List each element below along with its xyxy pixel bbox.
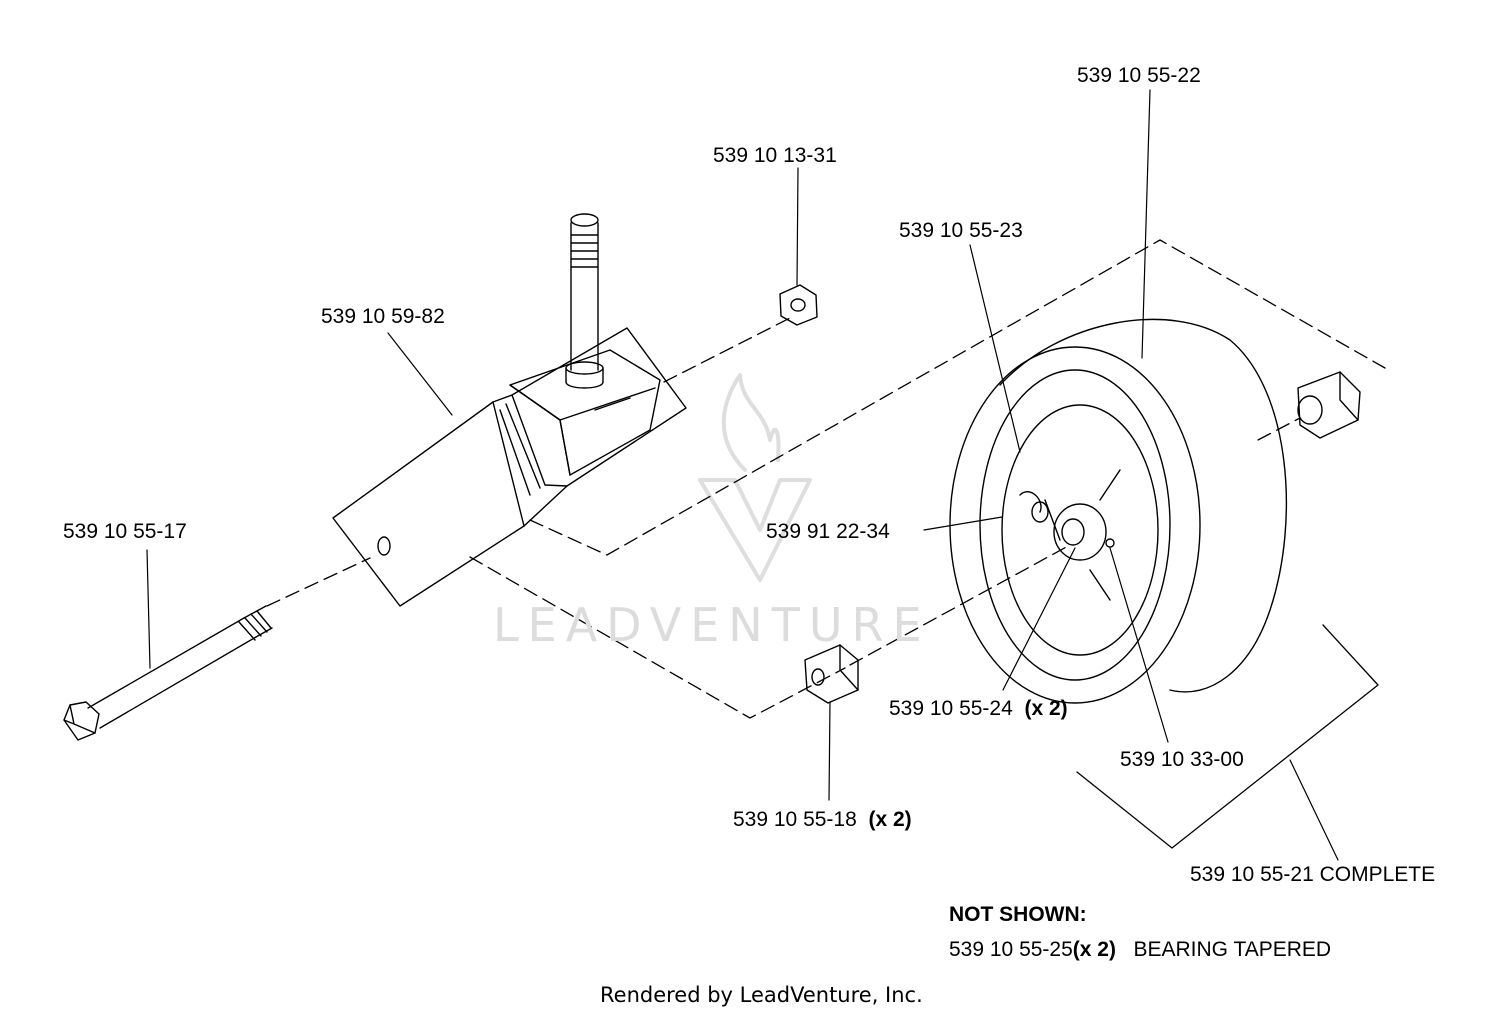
axle-bolt xyxy=(63,605,273,741)
part-number: 539 10 55-18 xyxy=(733,808,857,831)
label-part-539-10-55-24: 539 10 55-24 (x 2) xyxy=(889,697,1068,721)
wheel-tire xyxy=(949,318,1287,704)
not-shown-item: 539 10 55-25(x 2) BEARING TAPERED xyxy=(949,938,1331,962)
watermark-text: LEADVENTURE xyxy=(493,598,931,652)
label-part-539-10-59-82: 539 10 59-82 xyxy=(321,305,445,328)
quantity: (x 2) xyxy=(1024,697,1068,720)
part-number: 539 10 55-24 xyxy=(889,697,1013,720)
label-part-539-10-55-22: 539 10 55-22 xyxy=(1077,64,1201,87)
part-description: BEARING TAPERED xyxy=(1133,938,1332,961)
label-part-539-10-55-23: 539 10 55-23 xyxy=(899,219,1023,242)
complete-assembly-bracket xyxy=(1076,624,1379,849)
watermark-logo-icon xyxy=(698,373,812,582)
leader-lines xyxy=(146,89,1339,861)
label-part-539-91-22-34: 539 91 22-34 xyxy=(766,520,890,543)
label-part-539-10-55-18: 539 10 55-18 (x 2) xyxy=(733,808,912,832)
quantity: (x 2) xyxy=(1072,938,1116,961)
quantity: (x 2) xyxy=(868,808,912,831)
not-shown-heading: NOT SHOWN: xyxy=(949,903,1087,926)
label-part-539-10-55-21: 539 10 55-21 COMPLETE xyxy=(1190,863,1436,886)
caster-fork-bracket xyxy=(332,213,687,607)
label-part-539-10-13-31: 539 10 13-31 xyxy=(713,144,837,167)
right-spacer xyxy=(1297,371,1361,439)
footer-credit: Rendered by LeadVenture, Inc. xyxy=(600,983,923,1007)
assembly-lines xyxy=(266,239,1386,719)
hex-nut xyxy=(779,284,818,326)
label-part-539-10-33-00: 539 10 33-00 xyxy=(1120,748,1244,771)
spacer xyxy=(804,644,859,704)
label-part-539-10-55-17: 539 10 55-17 xyxy=(63,520,187,543)
part-number: 539 10 55-25 xyxy=(949,938,1073,961)
